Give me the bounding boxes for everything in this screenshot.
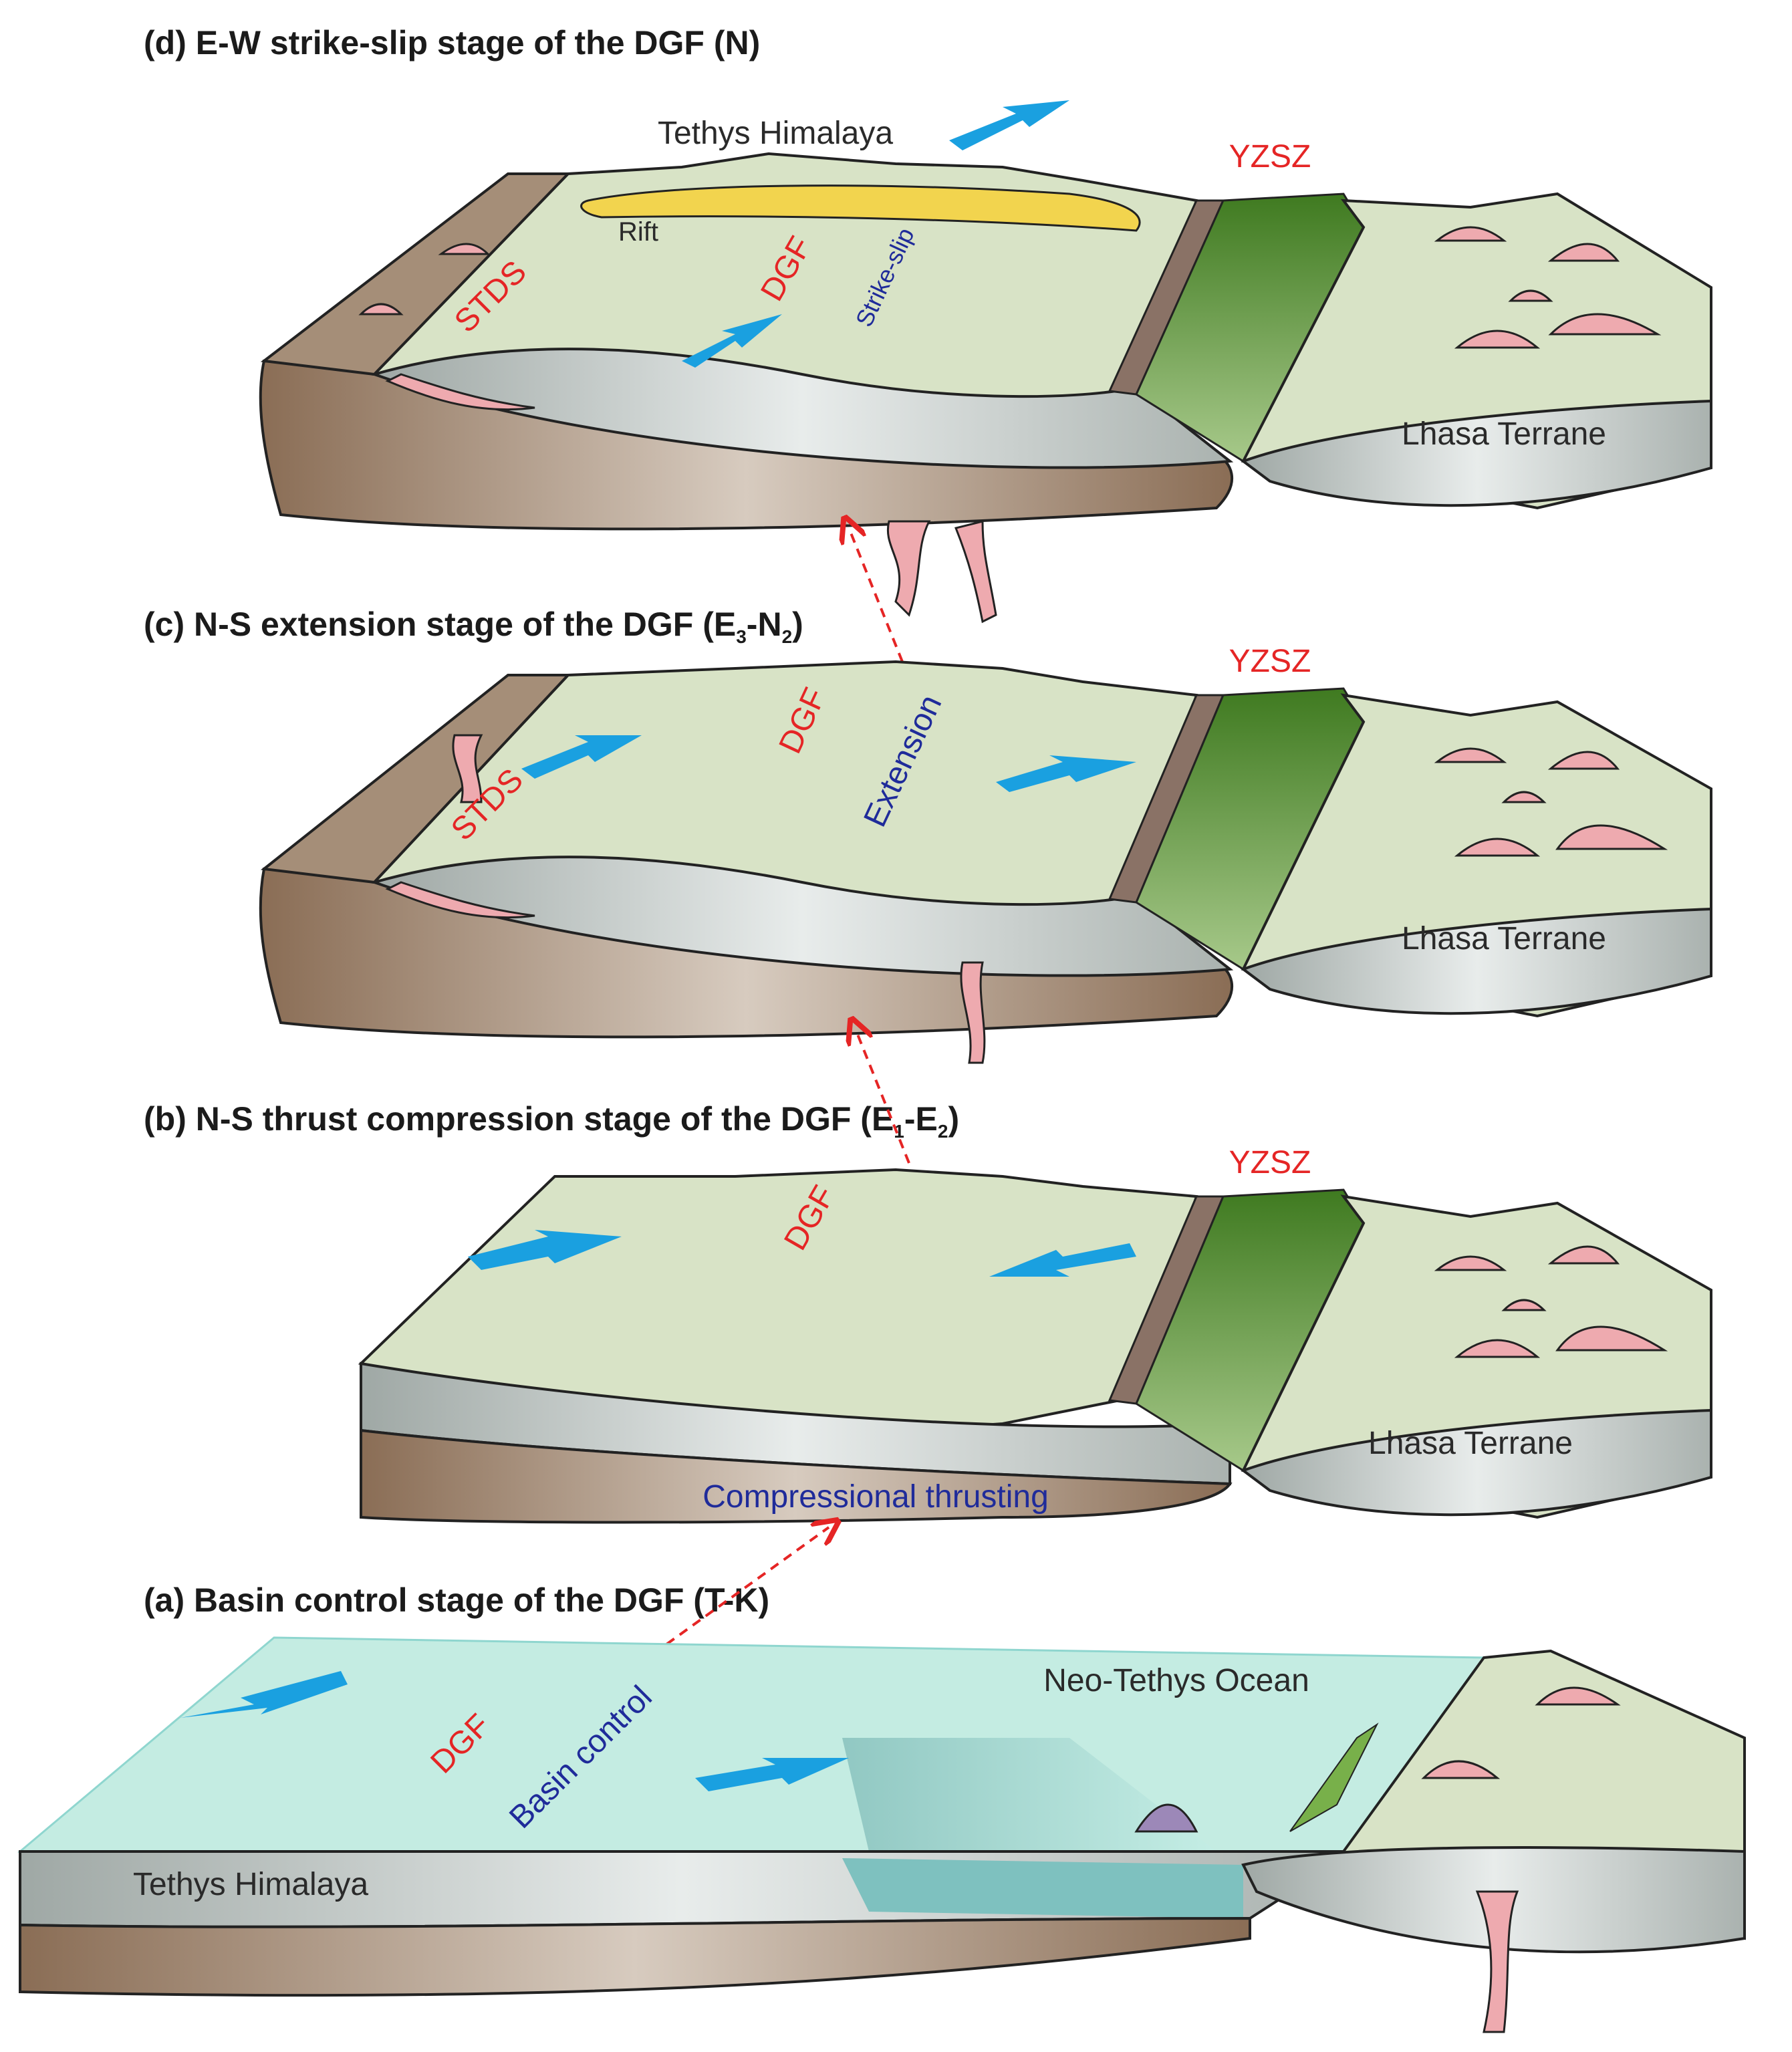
- panel-d-title: (d) E-W strike-slip stage of the DGF (N): [144, 24, 761, 61]
- granite-b1: [1454, 1339, 1541, 1358]
- label-ocean-a: Neo-Tethys Ocean: [1043, 1663, 1309, 1698]
- arrow-west-b: [989, 1243, 1136, 1277]
- basement-a: [19, 1916, 1251, 1997]
- granite-c4: [1501, 791, 1547, 803]
- dyke-c1: [452, 734, 483, 803]
- panel-c-title: (c) N-S extension stage of the DGF (E3-N…: [144, 606, 803, 647]
- section-d: [370, 348, 1234, 469]
- label-tethys-a: Tethys Himalaya: [133, 1867, 368, 1902]
- label-yzsz-d: YZSZ: [1229, 139, 1311, 174]
- label-rift-d: Rift: [618, 217, 658, 247]
- label-lhasa-c: Lhasa Terrane: [1402, 921, 1606, 956]
- section-c: [370, 856, 1234, 977]
- granite-b5: [1555, 1325, 1668, 1352]
- label-yzsz-c: YZSZ: [1229, 644, 1311, 679]
- panel-b-title: (b) N-S thrust compression stage of the …: [144, 1100, 960, 1142]
- connector-b-c: [856, 1029, 910, 1164]
- label-tethys-d: Tethys Himalaya: [658, 116, 893, 151]
- granite-b3: [1434, 1255, 1507, 1271]
- connector-c-d: [849, 528, 904, 662]
- granite-d1: [1454, 330, 1541, 349]
- panel-a-block: Neo-Tethys Ocean DGF Basin control Tethy…: [17, 1636, 1746, 2033]
- granite-b2: [1547, 1245, 1620, 1265]
- granite-d7: [358, 303, 404, 315]
- label-lhasa-b: Lhasa Terrane: [1368, 1426, 1573, 1461]
- ocean-section-a: [842, 1858, 1243, 1918]
- dyke-d2: [954, 520, 997, 624]
- volcano-a: [1134, 1803, 1198, 1833]
- granite-b4: [1501, 1299, 1547, 1311]
- granite-d3: [1434, 226, 1507, 242]
- panel-d-block: Tethys Himalaya YZSZ Rift STDS DGF Strik…: [259, 100, 1712, 624]
- rift-d: [580, 184, 1141, 232]
- granite-d5: [1548, 313, 1662, 336]
- granite-a1: [1421, 1760, 1501, 1779]
- granite-c1: [1454, 838, 1541, 857]
- arrow-east-c2: [996, 755, 1136, 792]
- label-yzsz-b: YZSZ: [1229, 1145, 1311, 1180]
- lhasa-section-d: [1240, 399, 1712, 507]
- label-compressional-b: Compressional thrusting: [702, 1479, 1049, 1515]
- ocean-deep-a: [842, 1738, 1217, 1851]
- arrow-west-d: [682, 314, 782, 368]
- basement-b: [360, 1428, 1233, 1524]
- granite-body-c: [385, 881, 535, 919]
- granite-body-d: [385, 373, 535, 411]
- arrow-east-a: [695, 1758, 849, 1791]
- arrow-east-c1: [521, 735, 642, 779]
- dyke-d1: [887, 520, 931, 617]
- granite-c3: [1434, 747, 1507, 763]
- granite-d4: [1508, 289, 1553, 302]
- panel-a-title: (a) Basin control stage of the DGF (T-K): [144, 1581, 770, 1619]
- granite-d2: [1547, 243, 1620, 262]
- arrow-west-a: [180, 1671, 348, 1718]
- label-lhasa-d: Lhasa Terrane: [1402, 416, 1606, 452]
- panel-b-block: YZSZ DGF Compressional thrusting Lhasa T…: [358, 1145, 1712, 1524]
- suture-green-a: [1289, 1722, 1379, 1832]
- dyke-a: [1475, 1890, 1519, 2033]
- dyke-c2: [960, 961, 986, 1064]
- granite-d6: [438, 243, 491, 255]
- panel-c-block: YZSZ STDS DGF Extension Lhasa Terrane: [259, 644, 1712, 1064]
- arrow-east-d: [949, 100, 1069, 150]
- lhasa-section-b: [1240, 1408, 1712, 1517]
- arrow-east-b: [468, 1230, 622, 1270]
- lhasa-section-c: [1240, 907, 1712, 1015]
- granite-a2: [1535, 1686, 1621, 1706]
- connector-a-b: [600, 1527, 829, 1692]
- granite-c5: [1555, 824, 1668, 850]
- granite-c2: [1547, 751, 1620, 770]
